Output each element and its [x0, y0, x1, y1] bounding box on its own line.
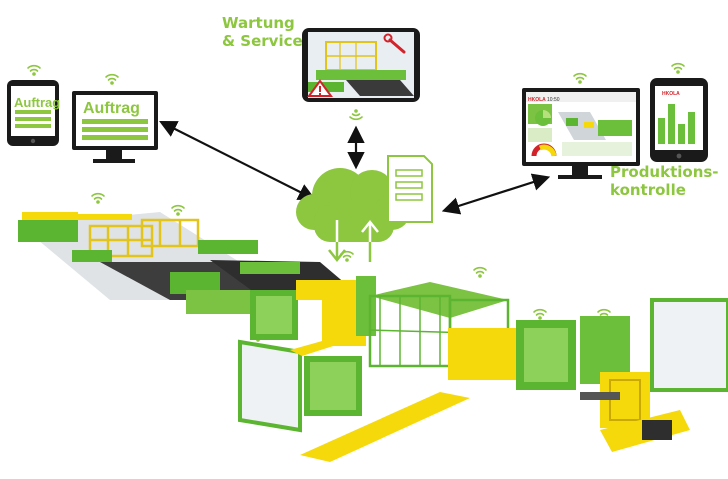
wifi-icon: [340, 250, 354, 262]
monitor-right: [522, 88, 640, 179]
wifi-icon: [349, 109, 363, 121]
wifi-icon: [473, 266, 487, 278]
wifi-icon: [27, 64, 41, 76]
monitor-left: [72, 91, 158, 163]
document-icon: [387, 155, 433, 223]
tablet-right: [650, 78, 708, 162]
wifi-icon: [91, 192, 105, 204]
arrow-icon: [159, 121, 316, 200]
cloud-icon: [296, 168, 410, 263]
wartung-line-1: Wartung: [222, 14, 295, 32]
wifi-icon: [533, 308, 547, 320]
produktionskontrolle-label: Produktions- kontrolle: [610, 163, 719, 199]
warning-icon: [307, 79, 333, 97]
monitor-time: 10:50: [547, 97, 560, 103]
arrow-icon: [441, 173, 551, 215]
tablet-left: [7, 80, 59, 146]
wrench-icon: [383, 33, 406, 54]
monitor-brand-logo: HKOLA: [528, 97, 546, 103]
production-line: [18, 212, 728, 462]
wartung-line-2: & Service: [222, 32, 303, 50]
connection-arrows: [159, 121, 551, 215]
monitor-auftrag-text: Auftrag: [83, 100, 140, 117]
tablet-brand-logo: HKOLA: [662, 91, 680, 97]
tablet-auftrag-text: Auftrag: [14, 95, 61, 110]
produktion-line-1: Produktions-: [610, 163, 719, 181]
wartung-service-label: Wartung & Service: [222, 14, 303, 50]
wifi-icon: [671, 62, 685, 74]
wifi-icon: [105, 73, 119, 85]
wifi-icon: [171, 204, 185, 216]
wifi-icon: [573, 72, 587, 84]
tablet-service: [302, 28, 420, 102]
produktion-line-2: kontrolle: [610, 181, 686, 199]
